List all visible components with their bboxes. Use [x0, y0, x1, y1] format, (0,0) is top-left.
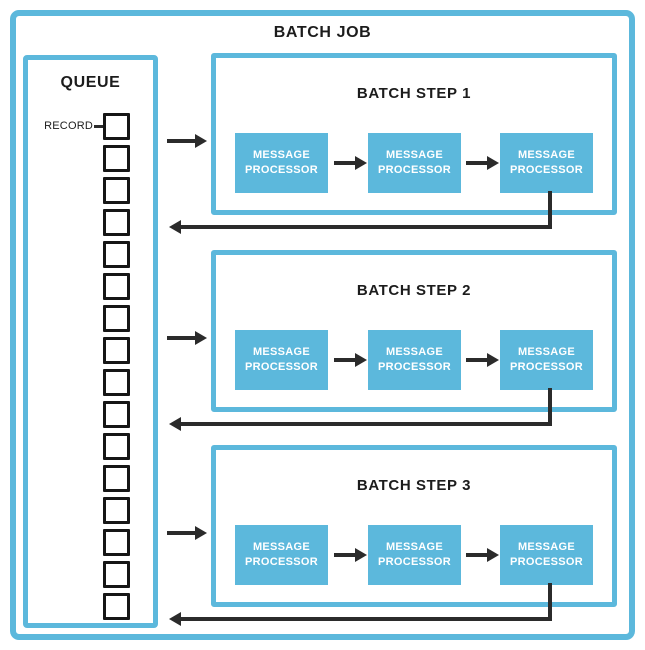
message-processor-box: MESSAGE PROCESSOR — [235, 330, 328, 390]
queue-record — [103, 209, 130, 236]
batch-job-container — [10, 10, 635, 640]
queue-record — [103, 593, 130, 620]
queue-record — [103, 241, 130, 268]
queue-record — [103, 465, 130, 492]
processor-flow-arrow-line — [334, 358, 356, 362]
arrowhead-right-icon — [487, 156, 499, 170]
batch-job-title: BATCH JOB — [273, 24, 372, 41]
queue-record — [103, 497, 130, 524]
processor-flow-arrow-line — [466, 161, 488, 165]
message-processor-box: MESSAGE PROCESSOR — [235, 525, 328, 585]
batch-step-2-container: BATCH STEP 2 MESSAGE PROCESSOR MESSAGE P… — [211, 250, 617, 412]
batch-step-3-container: BATCH STEP 3 MESSAGE PROCESSOR MESSAGE P… — [211, 445, 617, 607]
batch-step-1-title: BATCH STEP 1 — [356, 85, 472, 102]
arrowhead-right-icon — [487, 353, 499, 367]
arrowhead-left-icon — [169, 220, 181, 234]
queue-to-step1-arrow-line — [167, 139, 196, 143]
step1-return-arrow-vertical — [548, 191, 552, 229]
batch-step-2-title: BATCH STEP 2 — [356, 282, 472, 299]
step3-return-arrow-vertical — [548, 583, 552, 621]
message-processor-box: MESSAGE PROCESSOR — [235, 133, 328, 193]
record-connector-line — [94, 125, 104, 128]
queue-record — [103, 113, 130, 140]
arrowhead-right-icon — [195, 526, 207, 540]
processor-flow-arrow-line — [466, 358, 488, 362]
queue-to-step3-arrow-line — [167, 531, 196, 535]
message-processor-box: MESSAGE PROCESSOR — [368, 133, 461, 193]
queue-record — [103, 145, 130, 172]
processor-flow-arrow-line — [334, 161, 356, 165]
batch-step-1-container: BATCH STEP 1 MESSAGE PROCESSOR MESSAGE P… — [211, 53, 617, 215]
queue-record — [103, 273, 130, 300]
arrowhead-left-icon — [169, 612, 181, 626]
message-processor-box: MESSAGE PROCESSOR — [368, 525, 461, 585]
queue-record — [103, 369, 130, 396]
processor-flow-arrow-line — [466, 553, 488, 557]
queue-container: QUEUE RECORD — [23, 55, 158, 628]
message-processor-box: MESSAGE PROCESSOR — [500, 525, 593, 585]
queue-title: QUEUE — [60, 74, 121, 91]
queue-records — [103, 113, 130, 623]
arrowhead-right-icon — [195, 331, 207, 345]
step2-return-arrow-vertical — [548, 388, 552, 426]
queue-record — [103, 401, 130, 428]
arrowhead-right-icon — [355, 156, 367, 170]
batch-step-3-title: BATCH STEP 3 — [356, 477, 472, 494]
arrowhead-right-icon — [487, 548, 499, 562]
record-label: RECORD — [44, 120, 93, 132]
arrowhead-right-icon — [355, 548, 367, 562]
arrowhead-left-icon — [169, 417, 181, 431]
queue-record — [103, 177, 130, 204]
queue-record — [103, 529, 130, 556]
queue-record — [103, 433, 130, 460]
arrowhead-right-icon — [195, 134, 207, 148]
message-processor-box: MESSAGE PROCESSOR — [500, 133, 593, 193]
arrowhead-right-icon — [355, 353, 367, 367]
processor-flow-arrow-line — [334, 553, 356, 557]
queue-record — [103, 305, 130, 332]
queue-record — [103, 561, 130, 588]
message-processor-box: MESSAGE PROCESSOR — [368, 330, 461, 390]
queue-record — [103, 337, 130, 364]
step2-return-arrow-line — [180, 422, 552, 426]
message-processor-box: MESSAGE PROCESSOR — [500, 330, 593, 390]
step1-return-arrow-line — [180, 225, 552, 229]
step3-return-arrow-line — [180, 617, 552, 621]
queue-to-step2-arrow-line — [167, 336, 196, 340]
